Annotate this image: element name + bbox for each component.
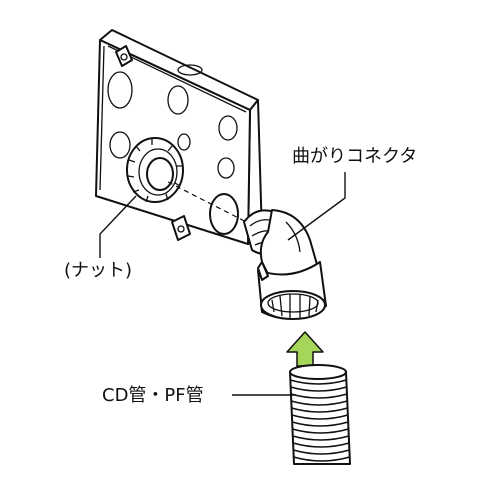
conduit-rib [292,442,350,448]
insert-direction-arrow [286,331,324,367]
knockout-front-1 [107,71,133,109]
nut-label: (ナット) [64,260,132,281]
conduit-label: CD管・PF管 [102,385,204,406]
mounting-ear-top [115,45,133,67]
conduit-rib [292,428,349,434]
corrugated-conduit [289,364,351,465]
conduit-rib [291,414,349,420]
conduit-rib [292,435,350,441]
knockout-front-2 [167,85,189,115]
nut-leader-line [99,195,137,258]
conduit-rib [290,379,347,385]
box-entry-hole [209,193,239,235]
knockout-top [177,64,203,76]
conduit-rib [291,407,348,413]
lock-nut [126,137,184,203]
connector-mouth [260,290,326,320]
knockout-front-5 [217,157,235,179]
knockout-front-3 [218,115,238,141]
connector-label: 曲がりコネクタ [292,146,417,167]
connector-leader-line [287,172,346,241]
conduit-rib [291,421,349,427]
conduit-rib [293,449,350,455]
conduit-rib [291,400,348,406]
knockout-front-4 [109,131,131,159]
conduit-ribs [290,379,350,462]
bent-connector [243,209,327,320]
conduit-rib [293,456,350,462]
mounting-ear-bottom [171,215,191,241]
conduit-rib [290,386,347,392]
